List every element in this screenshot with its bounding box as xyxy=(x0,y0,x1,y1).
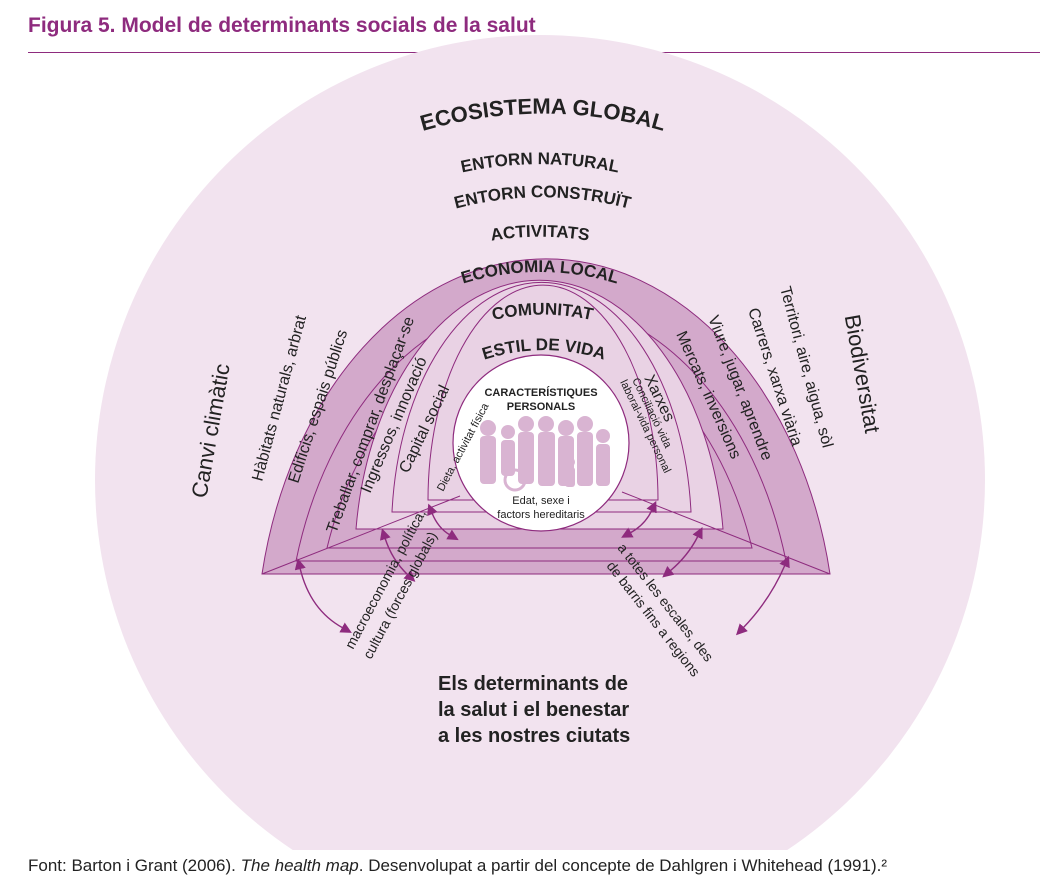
source-suffix: . Desenvolupat a partir del concepte de … xyxy=(358,856,888,875)
main-caption-line-3: a les nostres ciutats xyxy=(438,725,630,747)
main-caption-line-1: Els determinants de xyxy=(438,673,628,695)
center-bottom-line-1: Edat, sexe i xyxy=(512,495,569,507)
main-caption-line-2: la salut i el benestar xyxy=(438,699,629,721)
scale-arrows xyxy=(294,500,790,636)
source-prefix: Font: Barton i Grant (2006). xyxy=(28,856,241,875)
center-bottom-line-2: factors hereditaris xyxy=(497,509,585,521)
people-silhouettes-icon xyxy=(480,416,610,492)
ring-label-activities: ACTIVITATS xyxy=(489,222,591,245)
center-title-line-1: CARACTERÍSTIQUES xyxy=(484,386,597,399)
source-title: The health map xyxy=(240,856,359,875)
center-title-line-2: PERSONALS xyxy=(507,401,575,413)
source-citation: Font: Barton i Grant (2006). The health … xyxy=(28,856,887,876)
health-map-diagram: ECOSISTEMA GLOBAL ENTORN NATURAL ENTORN … xyxy=(95,35,985,850)
figure-title: Figura 5. Model de determinants socials … xyxy=(28,14,536,37)
